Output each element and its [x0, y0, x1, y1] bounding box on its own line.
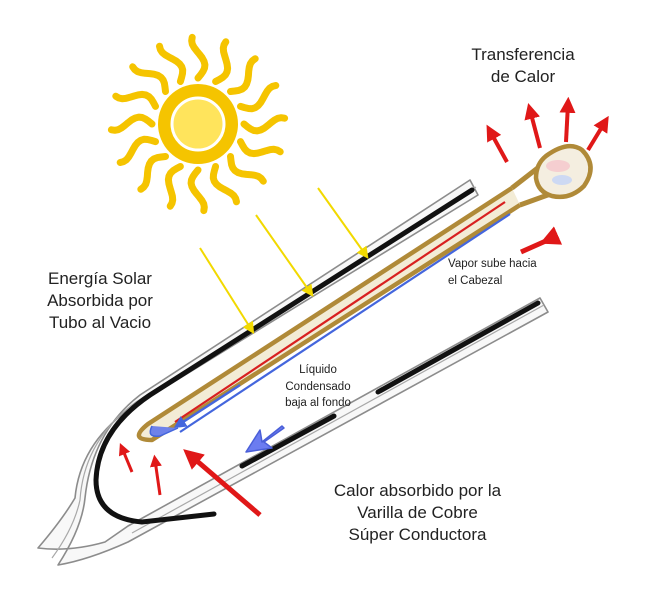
heat-arrow-icon — [149, 454, 162, 496]
sunlight-ray-icon — [199, 247, 255, 335]
absorber-coating — [93, 187, 541, 525]
sun-ray — [188, 33, 209, 82]
sun-ray — [237, 138, 284, 158]
sun-ray — [116, 135, 159, 166]
sun-ray — [164, 163, 184, 210]
condensate-arrow-icon — [245, 425, 285, 453]
sunlight-ray-icon — [255, 214, 314, 297]
sun-ray — [237, 82, 280, 113]
sun-icon — [107, 33, 289, 215]
label-condensed-liquid: Líquido Condensado baja al fondo — [285, 364, 351, 410]
sun-ray — [107, 113, 156, 134]
condensate-pool — [149, 425, 179, 438]
condenser-head — [533, 143, 593, 200]
sunlight-ray-icon — [317, 187, 369, 259]
heat-arrow-icon — [486, 124, 509, 163]
heat-arrow-icon — [519, 226, 563, 255]
sun-inner-ring — [170, 96, 226, 152]
sun-ray — [227, 55, 259, 95]
label-heat-transfer: Transferencia de Calor — [471, 45, 575, 87]
condensate-flow-arrow — [173, 383, 241, 429]
heat-arrow-icon — [524, 103, 542, 149]
sun-ray — [156, 42, 187, 85]
label-copper-rod: Calor absorbido por la Varilla de Cobre … — [333, 481, 502, 545]
heat-arrow-icon — [586, 115, 609, 152]
sun-ray — [129, 63, 169, 95]
vapor-line — [174, 201, 506, 423]
glass-vacuum-tube — [37, 179, 549, 566]
sun-ray — [227, 153, 267, 185]
condensate-line — [179, 213, 511, 433]
sunlight-rays — [199, 187, 369, 335]
sun-ray — [209, 163, 240, 206]
sun-ray — [187, 166, 208, 215]
sun-ray — [212, 38, 232, 85]
heat-arrow-icon — [559, 96, 576, 143]
heat-arrows — [119, 96, 609, 517]
sun-ray — [240, 114, 289, 135]
sun-ray — [137, 153, 169, 193]
heat-arrow-icon — [183, 449, 262, 517]
label-vapor-rises: Vapor sube hacia el Cabezal — [448, 258, 537, 287]
label-solar-energy: Energía Solar Absorbida por Tubo al Vaci… — [47, 269, 153, 333]
sun-ray — [112, 90, 159, 110]
heat-arrow-icon — [119, 443, 134, 473]
